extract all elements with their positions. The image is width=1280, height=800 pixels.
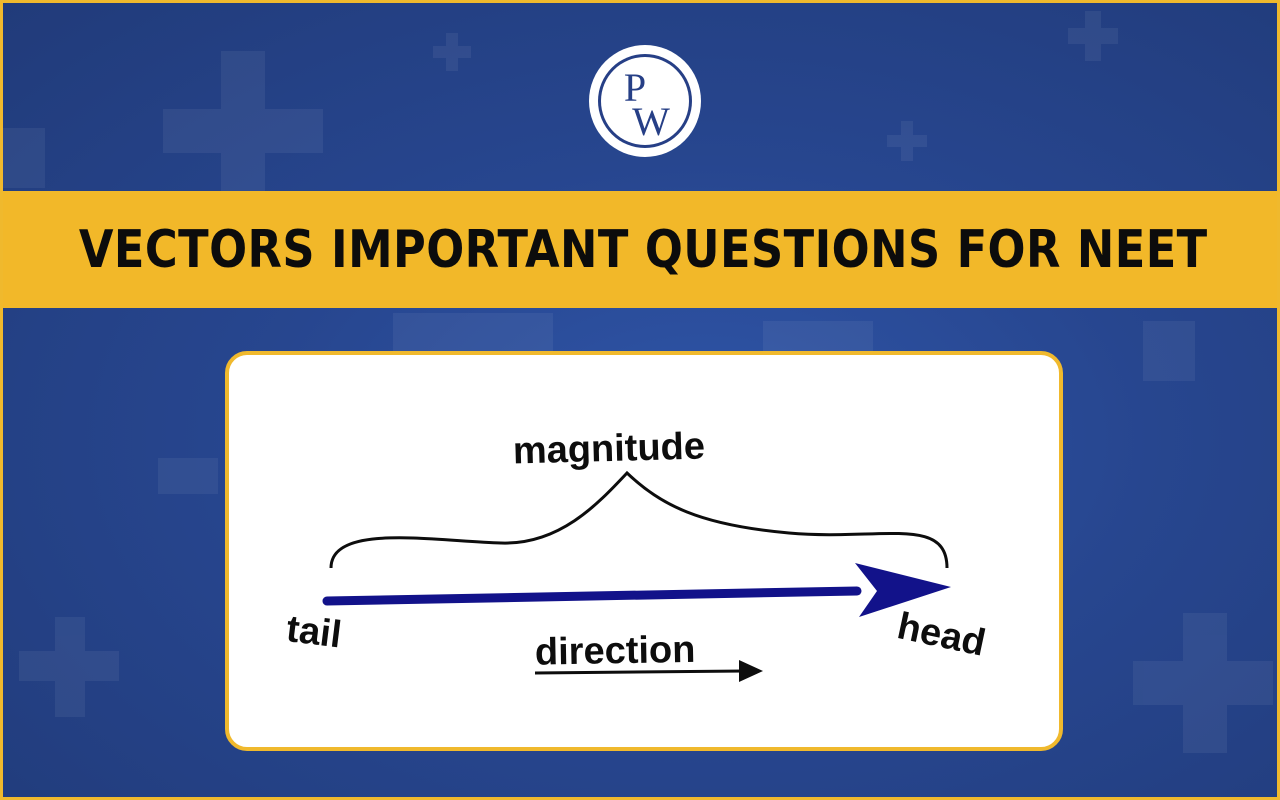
- page-title: VECTORS IMPORTANT QUESTIONS FOR NEET: [78, 219, 1208, 280]
- direction-arrow: [534, 669, 746, 675]
- vector-arrowhead: [855, 563, 951, 617]
- vector-arrow: [322, 586, 862, 606]
- magnitude-label: magnitude: [512, 425, 705, 472]
- direction-arrowhead: [739, 660, 763, 682]
- pw-logo-icon: P W: [587, 43, 703, 159]
- vector-diagram-card: magnitude tail head direction: [225, 351, 1063, 751]
- vector-diagram: magnitude tail head direction: [284, 425, 989, 682]
- title-bar: VECTORS IMPORTANT QUESTIONS FOR NEET: [3, 191, 1277, 308]
- direction-label: direction: [535, 629, 696, 674]
- background-math-symbols: [3, 11, 1273, 753]
- tail-label: tail: [284, 608, 344, 656]
- logo-letter-p: P: [624, 65, 646, 110]
- head-label: head: [894, 605, 989, 665]
- magnitude-brace: [329, 470, 949, 569]
- logo-letter-w: W: [632, 99, 670, 144]
